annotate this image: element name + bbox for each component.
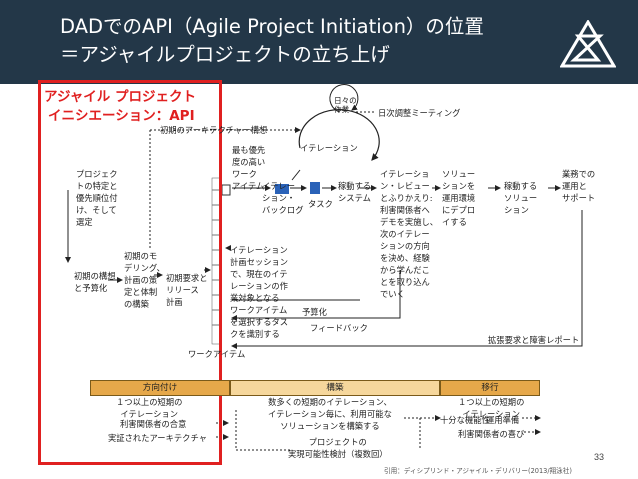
construction-iterations-label: 数多くの短期のイテレーション、 イテレーション毎に、利用可能な ソリューションを… bbox=[268, 397, 392, 431]
work-items-label: ワークアイテム bbox=[188, 349, 246, 359]
api-highlight-box bbox=[38, 80, 222, 465]
daily-work-loop bbox=[329, 84, 376, 113]
phase-transition: 移行 bbox=[440, 380, 540, 396]
initial-modeling-label: 初期のモ デリング、 計画の策 定と体制 の構築 bbox=[124, 251, 165, 309]
iteration-planning-label: イテレーション 計画セッション で、現在のイテ レーションの作 業対象となる ワ… bbox=[230, 245, 289, 339]
slide-title-line-1: DADでのAPI（Agile Project Initiation）の位置 bbox=[60, 15, 484, 38]
initiation-flows bbox=[65, 190, 211, 283]
enhancement-requests-label: 拡張要求と障害レポート bbox=[488, 335, 580, 345]
iteration-review-label: イテレーショ ン・レビュー とふりかえり: 利害関係者へ デモを実施し、 次のイ… bbox=[380, 169, 439, 299]
project-viability-label: プロジェクトの 実現可能性検討（複数回） bbox=[288, 437, 388, 459]
high-priority-items-label: 最も優先 度の高い ワーク アイテム bbox=[232, 145, 266, 191]
slide-title-line-2: ＝アジャイルプロジェクトの立ち上げ bbox=[60, 43, 390, 66]
page-number: 33 bbox=[594, 452, 605, 462]
iteration-label: イテレーション bbox=[300, 143, 358, 153]
daily-meeting-label: 日次調整ミーティング bbox=[378, 108, 461, 118]
tasks-label: タスク bbox=[308, 199, 333, 209]
daily-work-label: 日々の 作業 bbox=[334, 96, 357, 114]
phase-construction: 構築 bbox=[230, 380, 440, 396]
company-logo bbox=[560, 20, 616, 68]
transition-iteration-label: １つ以上の短期の イテレーション bbox=[458, 397, 525, 419]
working-solution-label: 稼動する ソリュー ション bbox=[504, 181, 538, 215]
milestone-arrows bbox=[216, 410, 541, 451]
project-identification-label: プロジェク トの特定と 優先順位付 け、そして 選定 bbox=[76, 169, 118, 227]
initial-vision-label: 初期の構想 と予算化 bbox=[74, 271, 116, 293]
phase-inception: 方向付け bbox=[90, 380, 230, 396]
release-solution-label: ソリュー ションを 運用環境 にデプロ イする bbox=[442, 169, 476, 227]
proven-architecture-label: 実証されたアーキテクチャ bbox=[108, 433, 207, 443]
iteration-loop bbox=[291, 109, 380, 181]
business-improvement-label: 業務での 運用と サポート bbox=[562, 169, 596, 203]
initial-architecture-label: 初期のアーキテクチャー構想 bbox=[160, 125, 268, 135]
initial-requirements-label: 初期要求と リリース 計画 bbox=[166, 273, 208, 307]
title-bar: DADでのAPI（Agile Project Initiation）の位置 ＝ア… bbox=[0, 0, 638, 84]
api-label-line-1: アジャイル プロジェクト bbox=[44, 89, 196, 105]
stakeholder-delight-label: 利害関係者の喜び bbox=[458, 429, 525, 439]
feedback-loops bbox=[225, 210, 583, 349]
api-label-line-2: イニシエーション：API bbox=[48, 108, 195, 124]
feedback-label: フィードバック bbox=[310, 323, 368, 333]
source-citation: 引用：ディシプリンド・アジャイル・デリバリー(2013/翔泳社) bbox=[384, 467, 572, 475]
architecture-flow bbox=[149, 127, 301, 250]
production-ready-label: 運用準備 bbox=[486, 415, 520, 425]
funding-label: 予算化 bbox=[302, 307, 327, 317]
inception-iteration-label: １つ以上の短期の イテレーション bbox=[116, 397, 183, 419]
main-flow-arrows bbox=[232, 182, 561, 194]
iteration-backlog-label: イテレー ション・ バックログ bbox=[262, 181, 304, 215]
stakeholder-consensus-label: 利害関係者の合意 bbox=[120, 419, 187, 429]
working-system-label: 稼動する システム bbox=[338, 181, 372, 203]
sufficient-functionality-label: 十分な機能性 bbox=[440, 415, 490, 425]
